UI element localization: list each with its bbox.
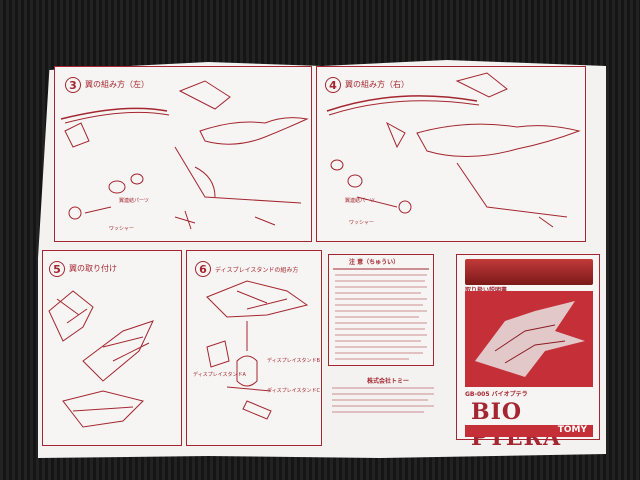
- washer-label-left: ワッシャー: [109, 226, 135, 232]
- brand-bar: TOMY: [465, 425, 593, 437]
- brand-logo: TOMY: [557, 425, 587, 435]
- bio-ptera-art: [475, 301, 585, 377]
- step-title-4: 翼の組み方（右）: [345, 80, 409, 89]
- step-number-5: 5: [49, 261, 65, 277]
- step-number-4: 4: [325, 77, 341, 93]
- step-title-3: 翼の組み方（左）: [85, 80, 149, 89]
- company-name: 株式会社トミー: [367, 378, 410, 385]
- step-number-3: 3: [65, 77, 81, 93]
- washer-label-right: ワッシャー: [349, 220, 375, 226]
- stand-a-label: ディスプレイスタンドA: [193, 372, 246, 378]
- cover-subtitle: 取り扱い説明書: [465, 285, 507, 294]
- stand-b-label: ディスプレイスタンドB: [267, 358, 320, 364]
- wing-left-diagram: [60, 80, 309, 230]
- step-number-6: 6: [195, 261, 211, 277]
- panel-step-4: 4 翼の組み方（右） ワッシャー 翼連結パーツ: [316, 66, 586, 242]
- stand-c-label: ディスプレイスタンドC: [267, 388, 320, 394]
- cover-panel: 取り扱い説明書 GB-005 バイオプテラ BIO PTERA TOMY: [456, 254, 600, 451]
- cover-artwork: [465, 291, 593, 387]
- contact-lines: [332, 387, 434, 413]
- stand-diagram: [206, 280, 309, 420]
- step-title-5: 翼の取り付け: [69, 264, 117, 273]
- wing-right-diagram: [326, 72, 581, 228]
- panel-step-3: 3 翼の組み方（左） ワッシャー 翼連結パーツ: [54, 66, 312, 242]
- cover-model: GB-005 バイオプテラ: [465, 391, 528, 398]
- caution-title: 注 意（ちゅうい）: [349, 259, 400, 266]
- parts-label-left: 翼連結パーツ: [119, 198, 149, 204]
- wing-attach-diagram: [48, 290, 154, 428]
- caution-box: 注 意（ちゅうい）: [328, 254, 434, 366]
- zoids-logo: [465, 259, 593, 285]
- step-title-6: ディスプレイスタンドの組み方: [215, 267, 299, 274]
- parts-label-right: 翼連結パーツ: [345, 198, 375, 204]
- panel-step-5: 5 翼の取り付け: [42, 250, 182, 446]
- caution-text-lines: [333, 268, 429, 360]
- panel-step-6: 6 ディスプレイスタンドの組み方 ディスプレイスタンドA ディスプレイスタンドB…: [186, 250, 322, 446]
